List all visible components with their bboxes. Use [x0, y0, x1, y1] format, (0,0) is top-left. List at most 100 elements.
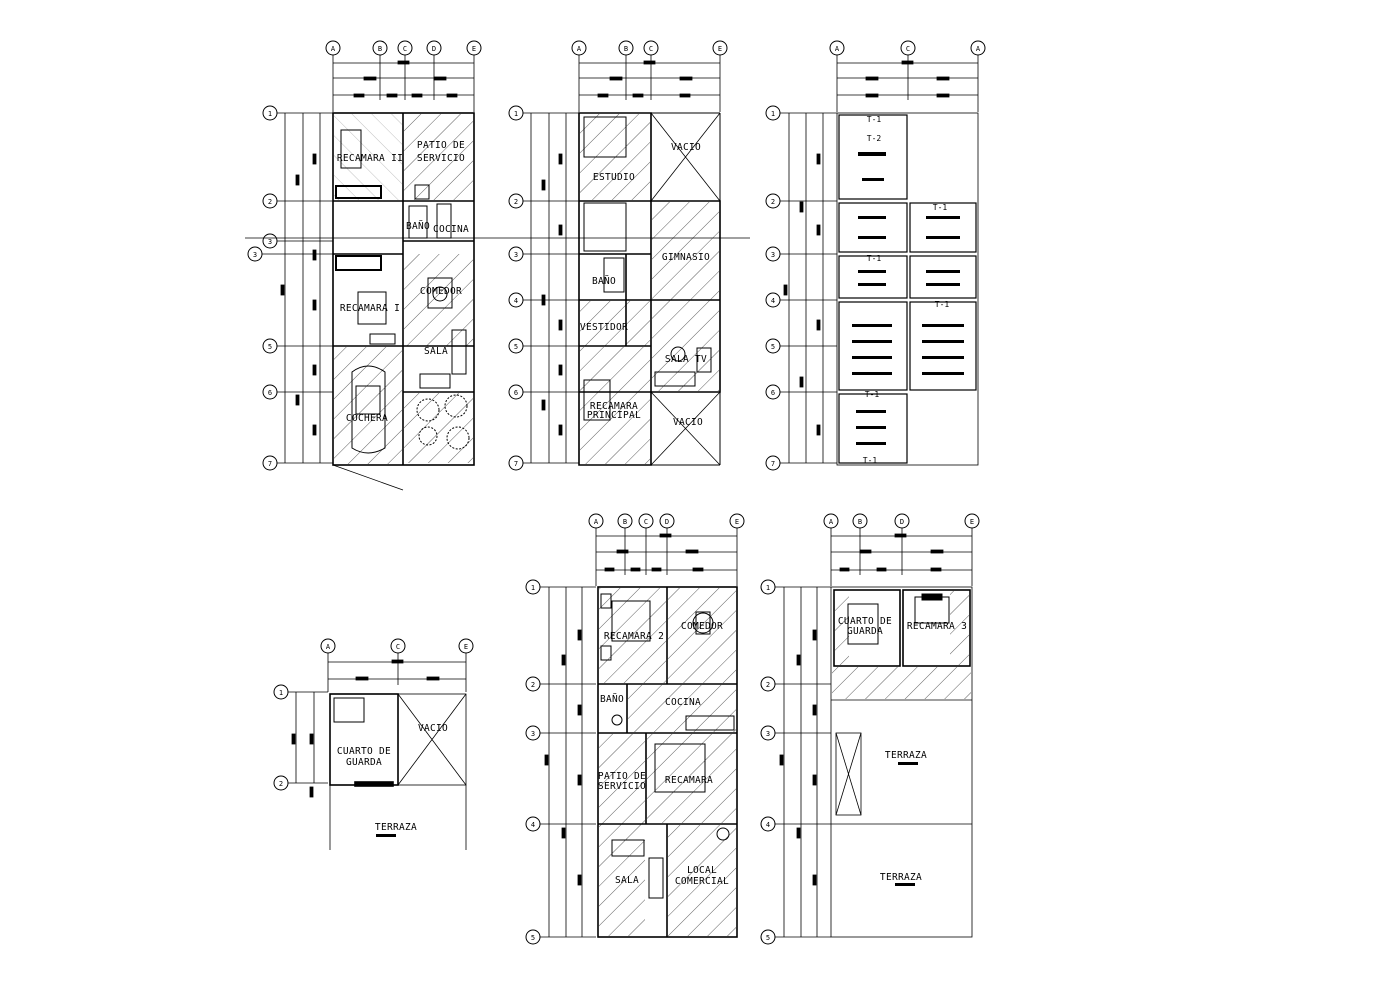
- grid-bubble: A: [320, 638, 336, 654]
- grid-bubble: 5: [262, 338, 278, 354]
- grid-bubble: C: [900, 40, 916, 56]
- grid-bubble: 7: [508, 455, 524, 471]
- grid-label: E: [472, 45, 476, 53]
- room-label: RECAMARA: [590, 401, 638, 412]
- grid-label: C: [403, 45, 407, 53]
- p5-hatching: [599, 588, 736, 936]
- room-label: COCINA: [433, 224, 469, 235]
- grid-bubble: 2: [262, 193, 278, 209]
- plan-unit-ground: A B C D E 1 2 3 4 5: [525, 513, 745, 945]
- beam-tag: T-1: [867, 254, 882, 263]
- plan-ground-floor: A B C D E 1 2 3 3 5 6 7: [245, 40, 500, 491]
- grid-bubble: D: [894, 513, 910, 529]
- grid-label: B: [378, 45, 382, 53]
- grid-bubble: 1: [760, 579, 776, 595]
- p1-room-labels: RECAMARA II PATIO DE SERVICIO BAÑO COCIN…: [337, 140, 469, 424]
- p3-grid-col-bubbles: A C A: [829, 40, 986, 56]
- grid-label: 3: [514, 251, 518, 259]
- room-label: RECAMARA II: [337, 153, 403, 164]
- grid-label: 6: [268, 389, 272, 397]
- grid-bubble: 3: [760, 725, 776, 741]
- grid-label: 7: [268, 460, 272, 468]
- p5-dimension-lines: [595, 528, 738, 586]
- room-label: RECAMARA 3: [907, 621, 967, 632]
- grid-label: E: [735, 518, 739, 526]
- grid-bubble: A: [571, 40, 587, 56]
- grid-bubble: C: [390, 638, 406, 654]
- room-label: TERRAZA: [880, 872, 922, 883]
- p5-grid-row-bubbles: 1 2 3 4 5: [525, 579, 541, 945]
- grid-bubble: 1: [262, 105, 278, 121]
- room-label: COMERCIAL: [675, 876, 729, 887]
- grid-label: 5: [268, 343, 272, 351]
- beam-tag: T-1: [933, 203, 948, 212]
- p2-grid-row-bubbles: 1 2 3 4 5 6 7: [508, 105, 524, 471]
- grid-bubble: 4: [760, 816, 776, 832]
- grid-label: D: [900, 518, 904, 526]
- plan-unit-upper: A B D E 1 2 3 4 5: [376, 513, 980, 945]
- p6-hatching: [832, 591, 971, 699]
- beam-tag: T-1: [865, 390, 880, 399]
- room-label: VESTIDOR: [580, 322, 628, 333]
- grid-label: 5: [514, 343, 518, 351]
- grid-bubble: C: [397, 40, 413, 56]
- p6-grid-row-bubbles: 1 2 3 4 5: [760, 579, 776, 945]
- grid-label: 2: [514, 198, 518, 206]
- beam-tag: T-1: [935, 300, 950, 309]
- grid-label: A: [594, 518, 599, 526]
- room-label: PRINCIPAL: [587, 410, 641, 421]
- plan-roof-structure: A C A 1 2 3 4 5 6 7: [765, 40, 986, 471]
- room-label: SALA: [615, 875, 639, 886]
- grid-bubble: 4: [525, 816, 541, 832]
- grid-label: 4: [766, 821, 770, 829]
- grid-bubble: E: [964, 513, 980, 529]
- grid-label: 2: [771, 198, 775, 206]
- p4-row-dim-lines: [288, 691, 328, 798]
- room-label: TERRAZA: [885, 750, 927, 761]
- p5-room-labels: RECAMARA 2 COMEDOR BAÑO COCINA PATIO DE …: [598, 621, 729, 887]
- p1-furniture: [335, 129, 470, 454]
- p3-dimension-lines: [836, 55, 979, 112]
- grid-bubble: 2: [765, 193, 781, 209]
- p2-room-labels: ESTUDIO VACIO GIMNASIO BAÑO VESTIDOR SAL…: [580, 142, 710, 428]
- grid-label: A: [326, 643, 331, 651]
- grid-label: 3: [766, 730, 770, 738]
- grid-bubble: D: [426, 40, 442, 56]
- grid-label: 2: [766, 681, 770, 689]
- room-label: COMEDOR: [681, 621, 723, 632]
- grid-label: 3: [268, 238, 272, 246]
- grid-label: 5: [766, 934, 770, 942]
- p3-slab-panels: [836, 112, 979, 466]
- grid-bubble: 4: [508, 292, 524, 308]
- grid-label: B: [624, 45, 628, 53]
- p4-walls: [329, 693, 467, 850]
- p2-furniture: [583, 116, 712, 421]
- room-label: RECAMARA I: [340, 303, 400, 314]
- room-label: PATIO DE: [598, 771, 646, 782]
- grid-label: 4: [531, 821, 535, 829]
- grid-bubble: 2: [508, 193, 524, 209]
- grid-bubble: 6: [262, 384, 278, 400]
- grid-bubble: 2: [525, 676, 541, 692]
- room-label: COMEDOR: [420, 286, 462, 297]
- grid-label: 3: [531, 730, 535, 738]
- room-label: COCINA: [665, 697, 701, 708]
- p2-grid-col-bubbles: A B C E: [571, 40, 728, 56]
- room-label: RECAMARA: [665, 775, 713, 786]
- grid-label: 2: [531, 681, 535, 689]
- beam-tag: T-1: [867, 115, 882, 124]
- grid-label: 5: [531, 934, 535, 942]
- grid-bubble: 5: [525, 929, 541, 945]
- p6-grid-col-bubbles: A B D E: [823, 513, 980, 529]
- room-label: VACIO: [673, 417, 703, 428]
- room-label: BAÑO: [592, 276, 616, 287]
- grid-label: 4: [771, 297, 775, 305]
- grid-label: 2: [279, 780, 283, 788]
- room-label: COCHERA: [346, 413, 388, 424]
- grid-bubble: 1: [273, 684, 289, 700]
- room-label: ESTUDIO: [593, 172, 635, 183]
- grid-bubble: 5: [765, 338, 781, 354]
- room-label: SERVICIO: [417, 153, 465, 164]
